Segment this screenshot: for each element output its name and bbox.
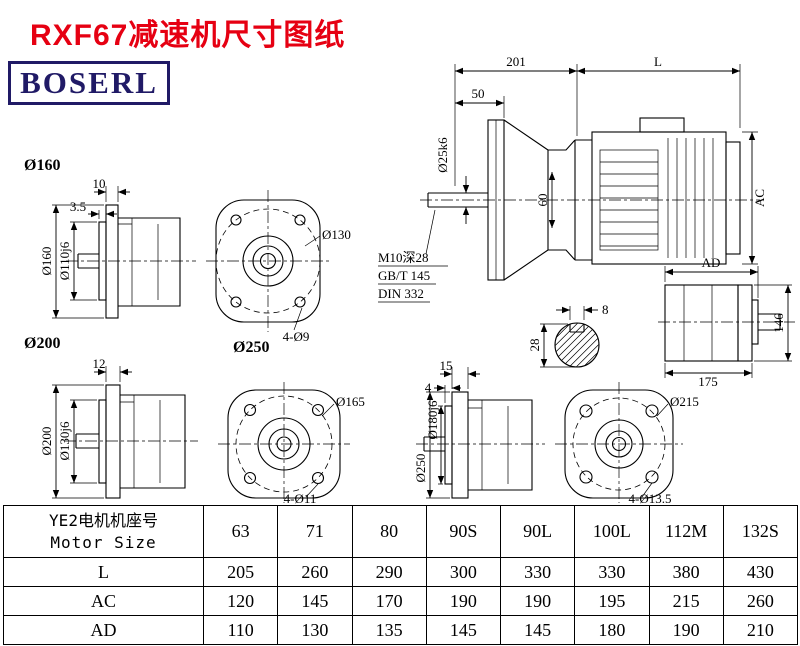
- dim-value: 170: [351, 586, 427, 616]
- page-title: RXF67减速机尺寸图纸: [30, 19, 346, 52]
- view-output-side: AD 146 175: [658, 255, 795, 389]
- dim-value: 110: [202, 615, 279, 645]
- view-main-assembly: 201 L 50 Ø25k6 60 AC: [420, 54, 767, 281]
- dim-175: 175: [698, 374, 718, 389]
- label-group-200: Ø200: [24, 335, 60, 352]
- row-label: AD: [3, 615, 204, 645]
- motor-size-label-en: Motor Size: [50, 532, 157, 552]
- dim-value: 330: [499, 557, 576, 587]
- thread-note: M10深28 GB/T 145 DIN 332: [378, 209, 448, 303]
- frame-size-col: 80: [351, 505, 427, 558]
- view-flange130-front: Ø130 4-Ø9: [206, 190, 351, 344]
- frame-size-col: 90S: [425, 505, 502, 558]
- dim-201: 201: [506, 54, 526, 69]
- frame-size-col: 71: [277, 505, 353, 558]
- table-header-row: YE2电机机座号 Motor Size 63 71 80 90S 90L 100…: [3, 505, 799, 558]
- dim-10: 10: [93, 176, 106, 191]
- label-group-160: Ø160: [24, 157, 60, 174]
- dim-flange-200: Ø200: [39, 427, 54, 456]
- boserl-logo: BOSERL: [8, 61, 170, 105]
- dim-shaft-dia: Ø25k6: [435, 137, 450, 173]
- view-shaft-section: 8 28: [527, 302, 609, 368]
- dim-value: 190: [425, 586, 502, 616]
- table-row-L: L 205 260 290 300 330 330 380 430: [3, 557, 799, 587]
- row-label: L: [3, 557, 204, 587]
- motor-size-label-cn: YE2电机机座号: [49, 510, 158, 530]
- view-flange160-side: Ø160 10 3.5 Ø160 Ø110j6: [24, 157, 196, 319]
- dim-value: 180: [574, 615, 650, 645]
- view-flange165-front: Ø165 4-Ø11: [218, 382, 365, 505]
- dim-value: 430: [722, 557, 799, 587]
- dim-value: 145: [277, 586, 353, 616]
- frame-size-col: 112M: [648, 505, 724, 558]
- dim-value: 130: [277, 615, 353, 645]
- dim-holes-130: 4-Ø9: [283, 329, 310, 344]
- table-row-AC: AC 120 145 170 190 190 195 215 260: [3, 586, 799, 616]
- dim-bolt-circle-215: Ø215: [670, 394, 699, 409]
- dim-flange-250: Ø250: [413, 454, 428, 483]
- dim-spigot-110: Ø110j6: [57, 241, 72, 280]
- dimension-table: YE2电机机座号 Motor Size 63 71 80 90S 90L 100…: [3, 505, 799, 645]
- dim-spigot-180: Ø180j6: [425, 400, 440, 440]
- dim-12: 12: [93, 356, 106, 371]
- dim-50: 50: [472, 86, 485, 101]
- dim-holes-165: 4-Ø11: [284, 491, 317, 505]
- note-standard-din: DIN 332: [378, 286, 424, 301]
- dim-value: 380: [648, 557, 724, 587]
- dim-value: 190: [499, 586, 576, 616]
- frame-size-col: 90L: [499, 505, 576, 558]
- dim-value: 215: [648, 586, 724, 616]
- dim-60: 60: [535, 194, 550, 207]
- dim-flange-160: Ø160: [39, 247, 54, 276]
- frame-size-col: 132S: [722, 505, 799, 558]
- view-flange250-side: Ø250 15 4 Ø250 Ø180j6: [233, 339, 545, 499]
- note-standard-gbt: GB/T 145: [378, 268, 430, 283]
- dim-value: 120: [202, 586, 279, 616]
- dim-146: 146: [771, 313, 786, 333]
- dim-value: 195: [574, 586, 650, 616]
- view-flange215-front: Ø215 4-Ø13.5: [555, 382, 699, 505]
- dim-value: 260: [277, 557, 353, 587]
- dim-value: 260: [722, 586, 799, 616]
- note-tapped-hole: M10深28: [378, 250, 429, 265]
- dim-AD: AD: [702, 255, 721, 270]
- frame-size-col: 63: [202, 505, 279, 558]
- dim-bolt-circle-165: Ø165: [336, 394, 365, 409]
- table-row-AD: AD 110 130 135 145 145 180 190 210: [3, 615, 799, 645]
- dim-holes-215: 4-Ø13.5: [629, 491, 672, 505]
- dim-value: 145: [425, 615, 502, 645]
- dim-bolt-circle-130: Ø130: [322, 227, 351, 242]
- dim-value: 330: [574, 557, 650, 587]
- dim-15: 15: [440, 358, 453, 373]
- dim-L: L: [654, 54, 662, 69]
- dim-value: 300: [425, 557, 502, 587]
- dim-key-width: 8: [602, 302, 609, 317]
- dim-spigot-130: Ø130j6: [57, 421, 72, 461]
- row-label: AC: [3, 586, 204, 616]
- dim-value: 205: [202, 557, 279, 587]
- dim-AC: AC: [752, 189, 767, 207]
- technical-drawing: 201 L 50 Ø25k6 60 AC M10深28 GB/T 145 DIN…: [24, 54, 795, 505]
- motor-size-header: YE2电机机座号 Motor Size: [3, 505, 204, 558]
- dim-4: 4: [425, 380, 432, 395]
- view-flange200-side: Ø200 12 Ø200 Ø130j6: [24, 335, 198, 499]
- dim-value: 290: [351, 557, 427, 587]
- label-group-250: Ø250: [233, 339, 269, 356]
- dim-key-depth: 28: [527, 339, 542, 352]
- dim-3-5: 3.5: [70, 199, 86, 214]
- logo-text: BOSERL: [20, 65, 158, 100]
- dim-value: 190: [648, 615, 724, 645]
- dim-value: 210: [722, 615, 799, 645]
- dim-value: 145: [499, 615, 576, 645]
- dim-value: 135: [351, 615, 427, 645]
- frame-size-col: 100L: [574, 505, 650, 558]
